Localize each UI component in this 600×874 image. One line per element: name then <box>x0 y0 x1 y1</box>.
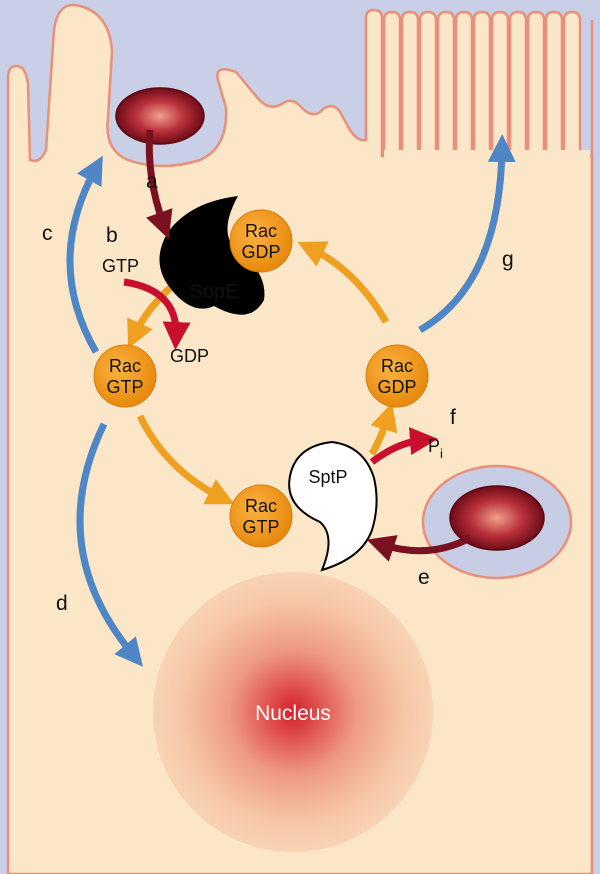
rac-gdp-right-line2: GDP <box>377 377 416 397</box>
nucleus-label: Nucleus <box>255 702 331 725</box>
arrow-gtp-to-sptp <box>136 414 235 505</box>
sope-protein <box>159 196 265 315</box>
arrow-b-gtp-exchange <box>123 278 191 350</box>
label-pi-subscript: i <box>440 446 443 461</box>
label-gtp: GTP <box>102 256 139 276</box>
microvillus <box>418 10 438 157</box>
cell-apex-fill <box>384 150 590 162</box>
arrow-f-phosphate <box>369 427 438 465</box>
microvillus <box>436 10 456 157</box>
sope-label: SopE <box>190 281 239 303</box>
label-c: c <box>42 222 53 245</box>
vacuole-bacterium <box>449 485 545 551</box>
nucleus <box>153 572 433 852</box>
rac-gtp-bottom-line2: GTP <box>242 517 279 537</box>
microvilli <box>382 10 582 157</box>
label-b: b <box>106 224 118 247</box>
rac-gtp-left: Rac GTP <box>93 344 157 408</box>
rac-gdp-right-line1: Rac <box>381 356 413 376</box>
arrow-d-nucleus <box>76 422 143 667</box>
label-pi-main: P <box>428 436 440 456</box>
sptp-protein <box>288 440 378 572</box>
arrow-sptp-to-gdp <box>368 402 398 456</box>
microvillus <box>490 10 510 157</box>
microvillus <box>562 10 582 157</box>
microvillus <box>472 10 492 157</box>
sptp-label: SptP <box>308 467 347 487</box>
label-d: d <box>56 592 68 615</box>
invading-bacterium <box>115 87 205 145</box>
label-g: g <box>502 248 514 271</box>
arrow-c-ruffling <box>66 155 103 354</box>
arrow-gdp-to-gtp <box>127 285 173 349</box>
label-f: f <box>450 406 456 429</box>
microvillus <box>544 10 564 157</box>
rac-gtp-bottom-line1: Rac <box>245 496 277 516</box>
microvillus <box>382 10 402 157</box>
microvillus <box>508 10 528 157</box>
microvillus <box>400 10 420 157</box>
rac-gtp-left-line2: GTP <box>106 377 143 397</box>
label-gdp: GDP <box>170 346 209 366</box>
rac-gdp-right: Rac GDP <box>365 344 429 408</box>
rac-gtp-bottom: Rac GTP <box>229 484 293 548</box>
label-e: e <box>418 566 430 589</box>
arrow-gdp-recycle <box>297 241 390 324</box>
microvillus <box>454 10 474 157</box>
rac-gtp-left-line1: Rac <box>109 356 141 376</box>
microvillus <box>526 10 546 157</box>
arrow-a-sope-injection <box>145 129 173 240</box>
arrow-e-sptp-delivery <box>366 534 472 562</box>
label-a: a <box>146 170 158 193</box>
rac-gdp-top-line2: GDP <box>241 242 280 262</box>
rac-gdp-top-line1: Rac <box>245 221 277 241</box>
rac-gdp-top: Rac GDP <box>229 209 293 273</box>
arrow-g-microvilli <box>418 134 516 334</box>
label-pi: Pi <box>428 436 443 461</box>
